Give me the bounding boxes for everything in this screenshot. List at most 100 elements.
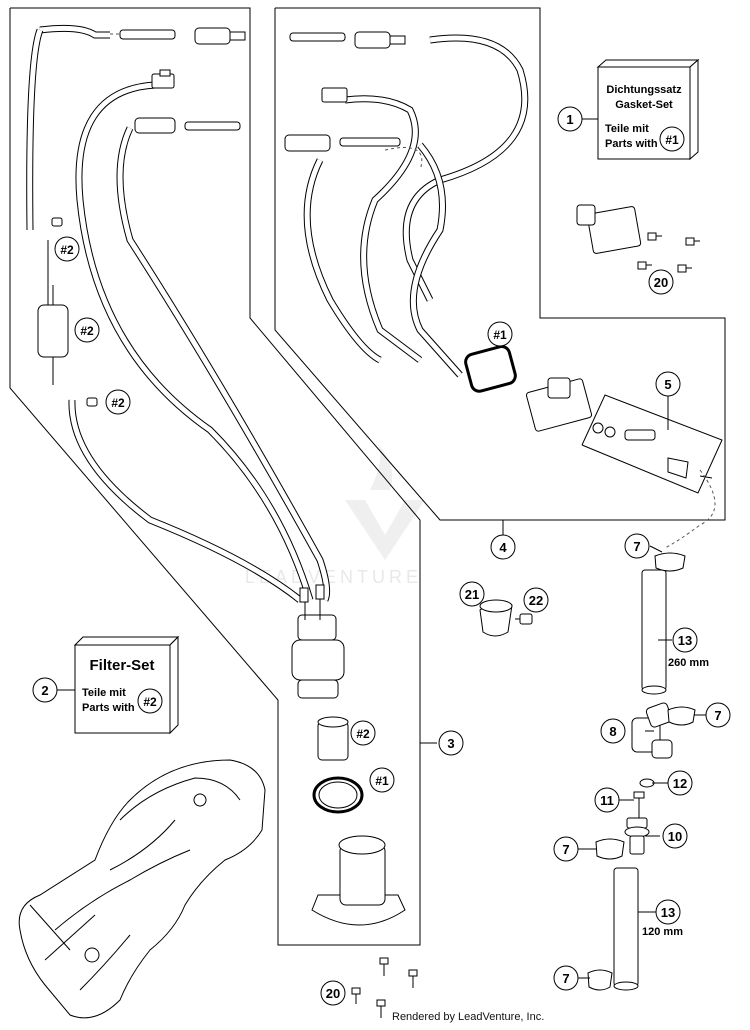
svg-text:20: 20 [326, 986, 340, 1001]
ref-1-b: #1 [369, 767, 395, 793]
hose-length-lower: 120 mm [642, 926, 683, 938]
clamp-7-upper [654, 552, 686, 572]
clamp-7-bottom [587, 969, 613, 991]
svg-text:#2: #2 [111, 396, 125, 410]
ref-2-b: #2 [74, 317, 100, 343]
filter-box-line2: Parts with [82, 702, 135, 714]
svg-text:7: 7 [562, 971, 569, 986]
hose-13-upper [641, 569, 667, 695]
ref-2-c: #2 [105, 389, 131, 415]
svg-text:11: 11 [600, 793, 614, 808]
electrical-plug-top-right [321, 87, 348, 103]
bolts-top-right [637, 232, 700, 273]
svg-text:8: 8 [609, 724, 616, 739]
svg-text:7: 7 [633, 539, 640, 554]
svg-text:12: 12 [673, 776, 687, 791]
screw-22 [515, 613, 533, 625]
svg-text:7: 7 [714, 708, 721, 723]
callout-5: 5 [655, 371, 681, 397]
routing-lines [110, 33, 716, 549]
filter-box-line1: Teile mit [82, 687, 126, 699]
ref-1-a: #1 [487, 321, 513, 347]
ref-2-a: #2 [54, 236, 80, 262]
callout-1: 1 [557, 106, 583, 132]
bolts-bottom [351, 957, 418, 1018]
elbow-fitting-8 [631, 702, 673, 759]
svg-text:4: 4 [499, 540, 507, 555]
gasket-box-line1: Teile mit [605, 123, 649, 135]
svg-text:#2: #2 [60, 243, 74, 257]
watermark: LEADVENTURE [245, 445, 425, 587]
fuel-hose-right [303, 34, 529, 378]
quick-connector-top-right-1 [289, 31, 406, 49]
callout-4: 4 [490, 534, 516, 560]
svg-text:21: 21 [465, 587, 479, 602]
electrical-plug-top-left [151, 69, 175, 89]
filter-set-box: Filter-Set Teile mit Parts with #2 [73, 635, 180, 735]
svg-text:22: 22 [529, 593, 543, 608]
quick-connector-top-left-2 [134, 117, 241, 134]
clamp-21 [479, 599, 513, 637]
svg-text:#1: #1 [493, 328, 507, 342]
svg-text:5: 5 [664, 377, 671, 392]
group-4-outline [274, 7, 726, 521]
svg-text:7: 7 [562, 842, 569, 857]
callout-7-lower: 7 [553, 836, 579, 862]
gasket-flange-right [464, 344, 517, 393]
hose-13-lower [613, 867, 639, 991]
gasket-box-line2: Parts with [605, 138, 658, 150]
pump-flange-housing [311, 835, 406, 926]
bolt-11 [633, 791, 645, 818]
svg-text:#2: #2 [356, 727, 370, 741]
callout-12: 12 [667, 770, 693, 796]
footer-credit: Rendered by LeadVenture, Inc. [392, 1011, 545, 1023]
fuel-line-middle [75, 81, 331, 602]
clamp-7-lower [595, 838, 625, 860]
filter-box-title: Filter-Set [89, 657, 154, 674]
quick-connector-top-left-1 [119, 27, 246, 45]
callout-7-fitting: 7 [705, 702, 731, 728]
callout-2: 2 [32, 677, 58, 703]
fuel-pump-assembly [291, 584, 345, 699]
watermark-text: LEADVENTURE [245, 567, 422, 587]
callout-13-upper: 13 [672, 627, 698, 653]
svg-text:20: 20 [654, 275, 668, 290]
callout-22: 22 [523, 587, 549, 613]
quick-connector-top-right-2 [284, 134, 401, 152]
callout-20-upper: 20 [648, 269, 674, 295]
gasket-box-title-de: Dichtungssatz [606, 84, 682, 96]
svg-text:13: 13 [661, 905, 675, 920]
callout-3: 3 [438, 730, 464, 756]
svg-text:3: 3 [447, 736, 454, 751]
fuel-tank [18, 759, 266, 1019]
gasket-box-title-en: Gasket-Set [615, 99, 673, 111]
nipple-10 [624, 817, 650, 855]
pump-filter-sock [317, 716, 349, 761]
callout-20-lower: 20 [320, 980, 346, 1006]
callout-10: 10 [662, 823, 688, 849]
connector-module-right [525, 377, 593, 432]
gasket-box-ref: #1 [665, 133, 679, 147]
ref-2-d: #2 [350, 720, 376, 746]
svg-text:10: 10 [668, 829, 682, 844]
callout-11: 11 [594, 787, 620, 813]
hose-clamp-small-2 [86, 397, 98, 407]
hose-clamp-small-1 [51, 217, 63, 227]
svg-text:#2: #2 [80, 324, 94, 338]
inline-fuel-filter [37, 285, 69, 385]
pump-o-ring [312, 776, 364, 814]
washer-12 [639, 778, 655, 788]
gasket-set-box: Dichtungssatz Gasket-Set Teile mit Parts… [596, 58, 700, 161]
group-3-outline [9, 7, 421, 946]
callout-8: 8 [600, 718, 626, 744]
svg-text:#1: #1 [375, 774, 389, 788]
callout-13-lower: 13 [655, 899, 681, 925]
part-5-detail [581, 394, 723, 494]
svg-text:1: 1 [566, 112, 573, 127]
filter-box-ref: #2 [143, 695, 157, 709]
clamp-7-fitting [667, 706, 696, 726]
connector-detail-top-right [576, 204, 642, 254]
svg-text:2: 2 [41, 683, 48, 698]
svg-text:13: 13 [678, 633, 692, 648]
